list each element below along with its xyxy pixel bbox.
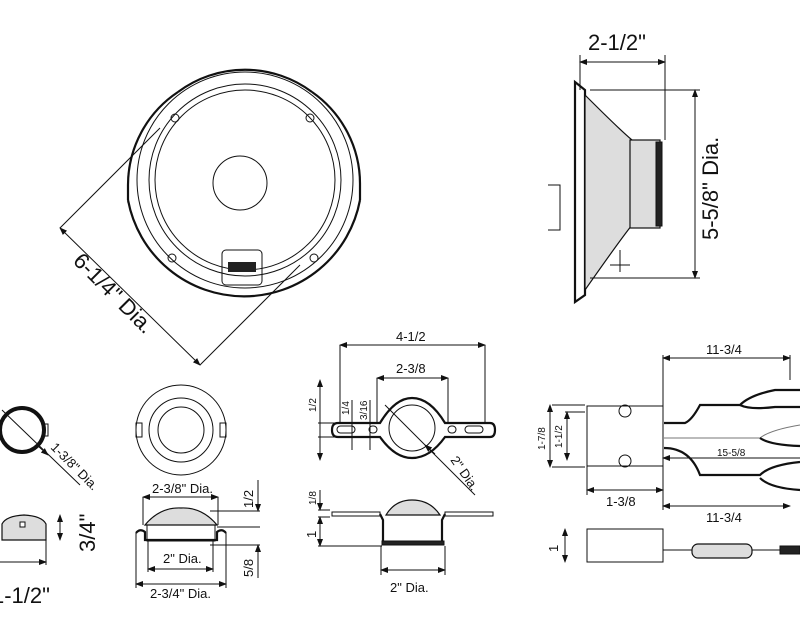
bracket-flange-height-label: 1/8 xyxy=(308,491,319,505)
woofer-side-diameter-label: 5-5/8" Dia. xyxy=(698,137,723,240)
flush-bottom-height-label: 5/8 xyxy=(241,559,256,577)
crossover-bottom-wire-label: 11-3/4 xyxy=(706,510,742,525)
flush-top-diameter-label: 2-3/8" Dia. xyxy=(152,481,213,496)
crossover-network: 11-3/4 15-5/8 1-7/8 1-1/2 1-3/8 11-3/4 1 xyxy=(537,342,800,563)
flush-cutout-diameter-label: 2" Dia. xyxy=(163,551,202,566)
bracket-height-label: 1/2 xyxy=(308,398,319,412)
small-tweeter-width-label: 1-1/2" xyxy=(0,583,50,608)
pioneer-logo-badge xyxy=(228,262,256,272)
crossover-mid-wire-label: 15-5/8 xyxy=(717,448,746,459)
woofer-depth-label: 2-1/2" xyxy=(588,30,646,55)
bracket-hole-width-label: 3/16 xyxy=(359,400,370,420)
bracket-overall-width-label: 4-1/2 xyxy=(396,329,426,344)
woofer-diameter-label: 6-1/4" Dia. xyxy=(68,248,159,339)
crossover-inner-height-label: 1-1/2 xyxy=(554,425,565,448)
flush-tweeter: 2-3/8" Dia. 1/2 5/8 2" Dia. 2-3/4" Dia. xyxy=(135,384,261,601)
flush-flange-diameter-label: 2-3/4" Dia. xyxy=(150,586,211,601)
small-tweeter-height-label: 3/4" xyxy=(75,514,100,552)
crossover-thickness-label: 1 xyxy=(546,545,561,552)
bracket-slot-width-label: 1/4 xyxy=(341,401,352,415)
small-tweeter-diameter-label: 1-3/8" Dia. xyxy=(48,440,102,494)
woofer-side-view: 2-1/2" 5-5/8" Dia. xyxy=(548,30,723,305)
crossover-top-wire-label: 11-3/4 xyxy=(706,342,742,357)
flush-top-height-label: 1/2 xyxy=(241,490,256,508)
bracket-hole-spacing-label: 2-3/8 xyxy=(396,361,426,376)
woofer-front-view: 6-1/4" Dia. xyxy=(59,68,362,366)
bracket-tweeter: 4-1/2 2-3/8 1/2 1/4 3/16 2" Dia. 1/8 xyxy=(304,329,497,595)
bracket-depth-label: 1 xyxy=(304,531,319,538)
bracket-bottom-diameter-label: 2" Dia. xyxy=(390,580,429,595)
crossover-outer-height-label: 1-7/8 xyxy=(537,427,548,450)
crossover-width-label: 1-3/8 xyxy=(606,494,636,509)
small-tweeter: 1-3/8" Dia. 3/4" 1-1/2" xyxy=(0,406,102,608)
